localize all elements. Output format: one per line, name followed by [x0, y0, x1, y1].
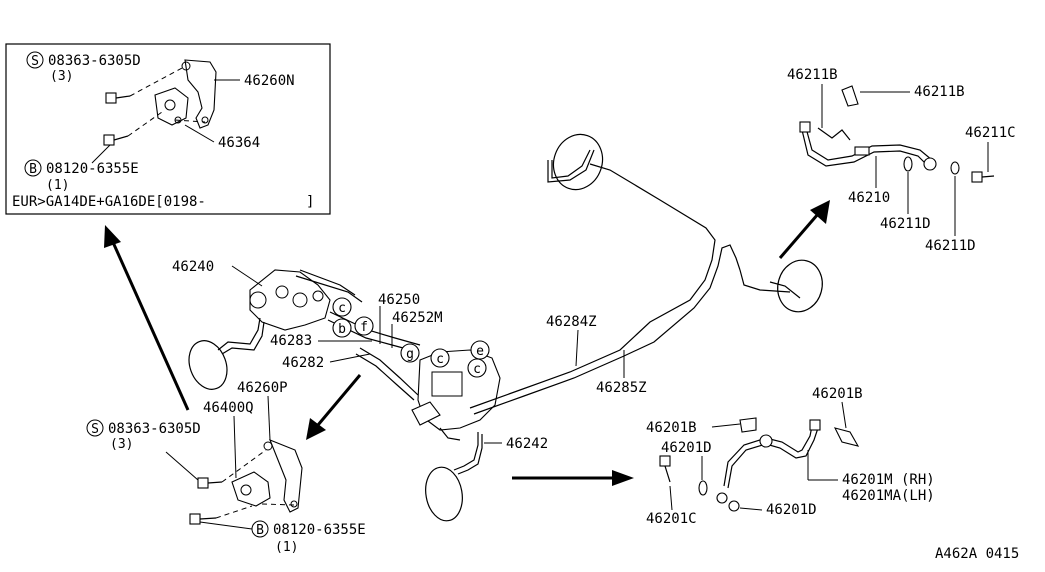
- arrow-to-front-hose: [512, 470, 634, 486]
- lower-screw-code: 08363-6305D: [108, 421, 201, 437]
- front-hose-bolt: [659, 455, 671, 483]
- front-hose-rh-label: 46201M (RH): [842, 472, 935, 488]
- lower-bolt-qty: (1): [275, 540, 298, 555]
- rear-bolt-label: 46211C: [965, 125, 1016, 141]
- inset-screw-top: [105, 92, 131, 104]
- rear-washer-1-label: 46211D: [880, 216, 931, 232]
- inset-bolt-callout: B 08120-6355E (1): [24, 159, 139, 193]
- arrow-to-inset: [104, 225, 190, 411]
- rear-left-caliper-drawing: [547, 133, 604, 191]
- rear-brake-tubes: [469, 163, 791, 415]
- lower-bolt-callout: B 08120-6355E (1): [251, 520, 366, 555]
- rear-washer-2-label: 46211D: [925, 238, 976, 254]
- rear-right-caliper-drawing: [769, 259, 823, 313]
- front-hose-lh-label: 46201MA(LH): [842, 488, 935, 504]
- front-clip-2-label: 46201B: [812, 386, 863, 402]
- lower-screw-callout: S 08363-6305D (3): [86, 419, 201, 452]
- rear-hose-label: 46210: [848, 190, 890, 206]
- inset-applicability-end: ]: [306, 194, 314, 210]
- circle-c3: c: [473, 362, 481, 377]
- circle-b: b: [338, 322, 346, 337]
- master-cylinder-label: 46240: [172, 259, 214, 275]
- inset-bracket-label: 46260N: [244, 73, 295, 89]
- inset-valve-label: 46364: [218, 135, 260, 151]
- front-washer-2-label: 46201D: [766, 502, 817, 518]
- inset-s-marker: S: [31, 54, 39, 69]
- abs-unit-drawing: [411, 349, 501, 441]
- circle-e: e: [476, 344, 484, 359]
- rear-hose-bolt: [971, 171, 995, 183]
- rear-clip-2-label: 46211B: [914, 84, 965, 100]
- rear-tube-1-label: 46284Z: [546, 314, 597, 330]
- inset-applicability: EUR>GA14DE+GA16DE[0198-: [12, 194, 206, 210]
- inset-screw-callout: S 08363-6305D (3): [26, 51, 141, 84]
- circle-f: f: [360, 320, 368, 335]
- tube-d-label: 46282: [282, 355, 324, 371]
- circle-markers: c b f g c e c: [332, 297, 490, 378]
- lower-bracket-label: 46260P: [237, 380, 288, 396]
- tube-b-label: 46252M: [392, 310, 443, 326]
- circle-c2: c: [436, 352, 444, 367]
- rear-clip-1-label: 46211B: [787, 67, 838, 83]
- lower-b-marker: B: [256, 523, 264, 538]
- arrow-to-lower-assembly: [306, 374, 362, 440]
- lower-screw-qty: (3): [110, 437, 133, 452]
- front-bolt-label: 46201C: [646, 511, 697, 527]
- front-left-hose-drawing: [188, 317, 265, 390]
- connector-label: 46242: [506, 436, 548, 452]
- rear-hose-drawing: [799, 85, 995, 183]
- lower-screw: [197, 477, 223, 489]
- inset-screw-bottom: [103, 134, 129, 146]
- tube-c-label: 46283: [270, 333, 312, 349]
- inset-bolt-code: 08120-6355E: [46, 161, 139, 177]
- lower-bolt-code: 08120-6355E: [273, 522, 366, 538]
- circle-c1: c: [338, 301, 346, 316]
- front-right-hose-drawing: [425, 432, 483, 522]
- lower-valve-label: 46400Q: [203, 400, 254, 416]
- inset-bracket-drawing: [103, 59, 217, 146]
- tube-a-label: 46250: [378, 292, 420, 308]
- circle-g: g: [406, 347, 414, 362]
- arrow-to-rear-hose: [778, 200, 830, 259]
- lower-s-marker: S: [91, 422, 99, 437]
- lower-bolt: [189, 513, 217, 525]
- front-clip-1-label: 46201B: [646, 420, 697, 436]
- diagram-code: A462A 0415: [935, 546, 1019, 562]
- inset-b-marker: B: [29, 162, 37, 177]
- front-hose-drawing: [659, 417, 860, 512]
- inset-screw-code: 08363-6305D: [48, 53, 141, 69]
- rear-tube-2-label: 46285Z: [596, 380, 647, 396]
- inset-screw-qty: (3): [50, 69, 73, 84]
- front-washer-1-label: 46201D: [661, 440, 712, 456]
- lower-left-assembly-drawing: [189, 439, 303, 525]
- inset-bolt-qty: (1): [46, 178, 69, 193]
- inset-frame: [5, 43, 331, 215]
